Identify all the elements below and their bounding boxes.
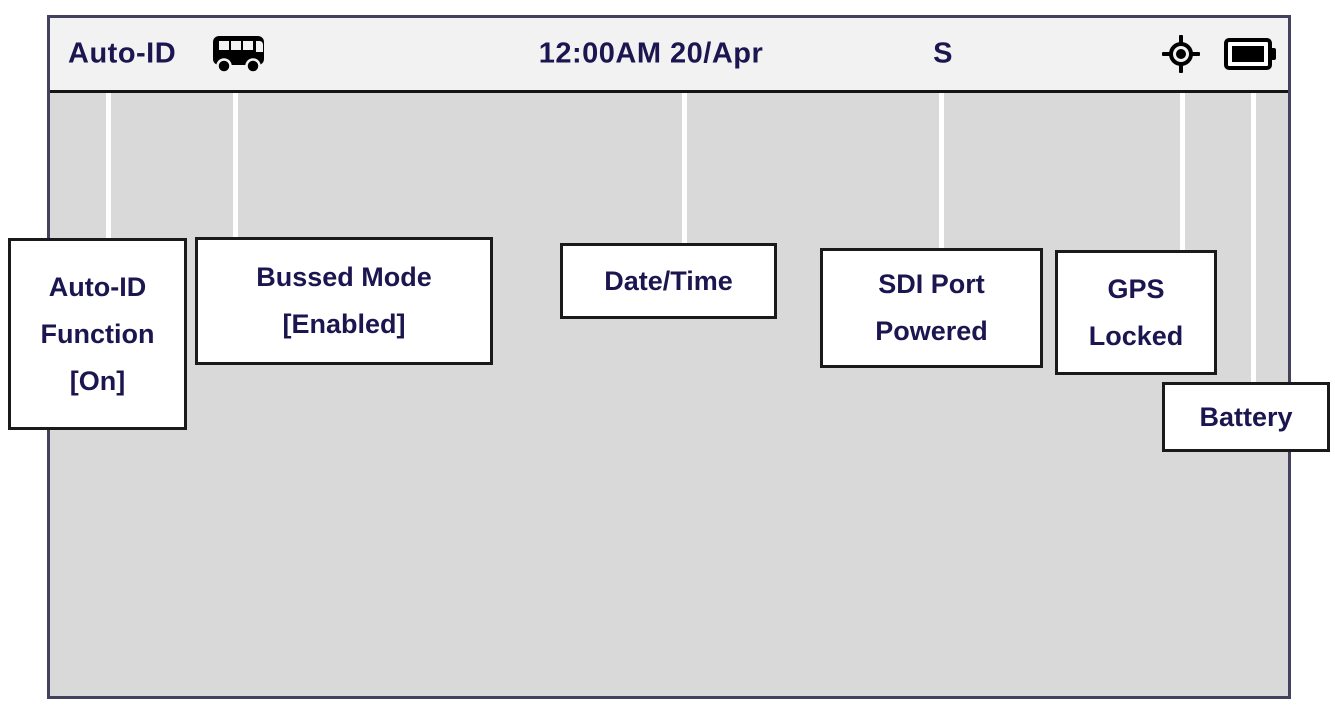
callout-battery: Battery <box>1162 382 1330 452</box>
callout-bussed-mode: Bussed Mode [Enabled] <box>195 237 493 365</box>
callout-line: [Enabled] <box>282 309 406 339</box>
callout-line: Function <box>40 318 155 349</box>
leader-line-gps-locked <box>1180 93 1185 250</box>
callout-line: Locked <box>1088 320 1184 351</box>
leader-line-battery <box>1251 93 1256 382</box>
leader-line-sdi-port <box>939 93 944 248</box>
callout-line: Auto-ID <box>48 271 147 302</box>
callout-line: Date/Time <box>604 265 733 296</box>
leader-line-date-time <box>682 93 687 243</box>
leader-line-bussed-mode <box>233 93 238 237</box>
callout-line: Battery <box>1199 401 1293 432</box>
status-bar: Auto-ID 12:00AM 20/Apr S <box>50 18 1288 93</box>
callout-line: Powered <box>875 316 988 346</box>
callout-line: SDI Port <box>878 269 985 299</box>
callout-date-time: Date/Time <box>560 243 777 319</box>
gps-locked-icon <box>1162 35 1200 73</box>
callout-gps-locked: GPS Locked <box>1055 250 1217 375</box>
bus-icon <box>212 33 268 75</box>
datetime-label: 12:00AM 20/Apr <box>538 37 764 70</box>
callout-line: [On] <box>69 365 126 396</box>
leader-line-auto-id-function <box>106 93 111 238</box>
callout-line: Bussed Mode <box>256 262 432 292</box>
auto-id-label: Auto-ID <box>68 37 177 70</box>
battery-icon <box>1224 38 1278 70</box>
sdi-indicator: S <box>933 37 953 70</box>
callout-auto-id-function: Auto-ID Function [On] <box>8 238 187 430</box>
callout-sdi-port: SDI Port Powered <box>820 248 1043 368</box>
callout-line: GPS <box>1107 273 1165 304</box>
